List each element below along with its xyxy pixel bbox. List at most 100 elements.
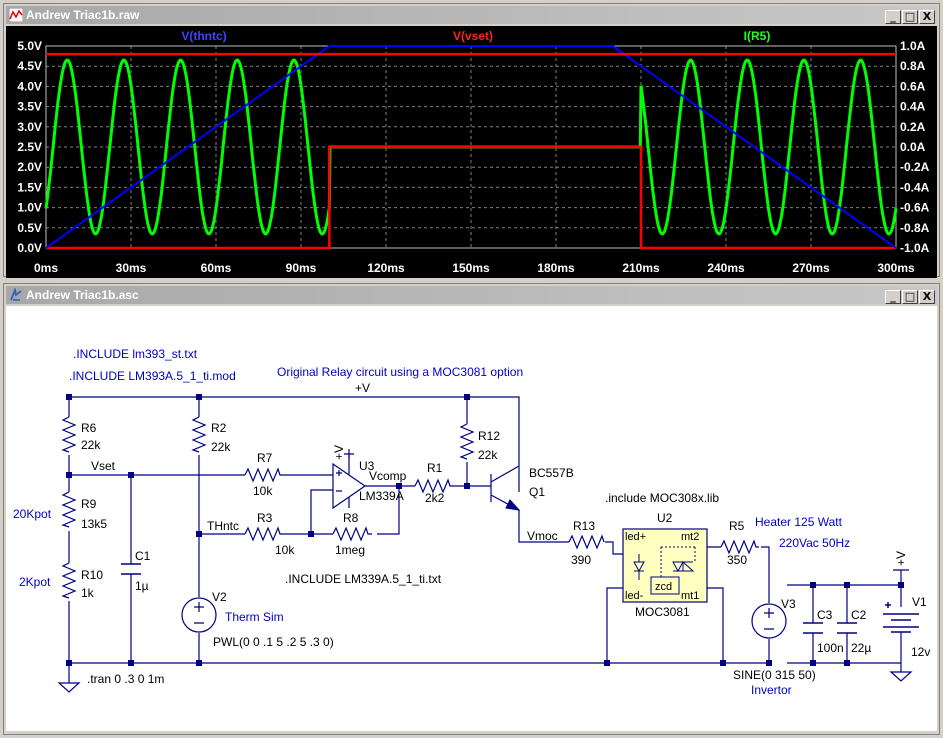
label-therm-sim: Therm Sim xyxy=(225,610,284,624)
resistor-r9-symbol[interactable] xyxy=(61,491,77,528)
directive-tran[interactable]: .tran 0 .3 0 1m xyxy=(87,672,164,686)
capacitor-c2-symbol[interactable] xyxy=(837,622,857,634)
c3-value[interactable]: 100n xyxy=(817,641,844,655)
c2-name[interactable]: C2 xyxy=(851,608,867,622)
resistor-r7-symbol[interactable] xyxy=(244,467,285,483)
v2-name[interactable]: V2 xyxy=(212,590,227,604)
schematic-app-icon xyxy=(10,288,22,301)
schematic-note[interactable]: Original Relay circuit using a MOC3081 o… xyxy=(277,365,523,379)
y-left-tick-label: 0.5V xyxy=(17,221,42,235)
q1-name[interactable]: Q1 xyxy=(529,485,545,499)
battery-v1-symbol[interactable] xyxy=(883,602,919,633)
voltage-source-v3-symbol[interactable] xyxy=(751,603,787,639)
x-tick-label: 0ms xyxy=(34,261,58,275)
directive-include-lm393[interactable]: .INCLUDE lm393_st.txt xyxy=(73,347,198,361)
close-button[interactable]: X xyxy=(919,290,935,304)
optocoupler-u2-symbol[interactable] xyxy=(622,528,708,603)
r3-name[interactable]: R3 xyxy=(257,511,273,525)
r3-value[interactable]: 10k xyxy=(275,543,295,557)
c2-value[interactable]: 22µ xyxy=(851,641,871,655)
label-20kpot: 20Kpot xyxy=(13,507,52,521)
c1-value[interactable]: 1µ xyxy=(135,579,149,593)
schematic-titlebar[interactable]: Andrew Triac1b.asc _□X xyxy=(6,286,937,304)
resistor-r1-symbol[interactable] xyxy=(414,478,453,494)
x-tick-label: 30ms xyxy=(116,261,147,275)
resistor-r3-symbol[interactable] xyxy=(244,526,285,542)
y-left-tick-label: 5.0V xyxy=(17,39,42,53)
r1-value[interactable]: 2k2 xyxy=(425,491,445,505)
x-tick-label: 180ms xyxy=(537,261,575,275)
schematic-drawing[interactable]: .INCLUDE lm393_st.txt .INCLUDE LM393A.5_… xyxy=(6,306,937,731)
schematic-window[interactable]: Andrew Triac1b.asc _□X xyxy=(3,283,940,735)
waveform-app-icon xyxy=(9,8,23,22)
net-label-thntc: THntc xyxy=(207,519,239,533)
r12-name[interactable]: R12 xyxy=(478,429,500,443)
y-right-tick-label: 1.0A xyxy=(900,39,926,53)
r7-value[interactable]: 10k xyxy=(253,484,273,498)
maximize-button[interactable]: □ xyxy=(902,10,918,24)
r10-name[interactable]: R10 xyxy=(81,568,103,582)
q1-value[interactable]: BC557B xyxy=(529,466,574,480)
u3-value[interactable]: LM339A xyxy=(359,489,404,503)
r9-name[interactable]: R9 xyxy=(81,497,97,511)
net-label-vmoc: Vmoc xyxy=(527,529,558,543)
voltage-source-v2-symbol[interactable] xyxy=(181,597,217,633)
resistor-r10-symbol[interactable] xyxy=(61,562,77,599)
y-left-tick-label: 3.0V xyxy=(17,120,42,134)
resistor-r12-symbol[interactable] xyxy=(459,423,475,460)
resistor-r8-symbol[interactable] xyxy=(332,526,372,542)
r1-name[interactable]: R1 xyxy=(427,461,443,475)
u2-name[interactable]: U2 xyxy=(657,511,673,525)
v1-name[interactable]: V1 xyxy=(912,595,927,609)
v2-value[interactable]: PWL(0 0 .1 5 .2 5 .3 0) xyxy=(213,635,334,649)
r7-name[interactable]: R7 xyxy=(257,451,273,465)
r6-value[interactable]: 22k xyxy=(81,438,101,452)
y-right-tick-label: 0.0A xyxy=(900,140,926,154)
v1-value[interactable]: 12v xyxy=(911,645,930,659)
net-label-vset: Vset xyxy=(91,459,116,473)
close-button[interactable]: X xyxy=(919,10,935,24)
capacitor-c1-symbol[interactable] xyxy=(121,563,141,575)
schematic-canvas[interactable]: .INCLUDE lm393_st.txt .INCLUDE LM393A.5_… xyxy=(6,306,937,731)
waveform-titlebar[interactable]: Andrew Triac1b.raw _□X xyxy=(6,6,937,24)
capacitor-c3-symbol[interactable] xyxy=(803,622,823,634)
r8-value[interactable]: 1meg xyxy=(335,543,365,557)
minimize-button[interactable]: _ xyxy=(885,290,901,304)
c3-name[interactable]: C3 xyxy=(817,608,833,622)
resistor-r6-symbol[interactable] xyxy=(61,416,77,453)
r13-name[interactable]: R13 xyxy=(573,519,595,533)
resistor-r5-symbol[interactable] xyxy=(720,539,759,555)
r10-value[interactable]: 1k xyxy=(81,586,95,600)
r6-name[interactable]: R6 xyxy=(81,421,97,435)
label-heater: Heater 125 Watt xyxy=(755,515,843,529)
r2-name[interactable]: R2 xyxy=(211,421,227,435)
r2-value[interactable]: 22k xyxy=(211,440,231,454)
r13-value[interactable]: 390 xyxy=(571,553,591,567)
r5-name[interactable]: R5 xyxy=(729,519,745,533)
r8-name[interactable]: R8 xyxy=(343,511,359,525)
maximize-button[interactable]: □ xyxy=(902,290,918,304)
r5-value[interactable]: 350 xyxy=(727,553,747,567)
resistor-r13-symbol[interactable] xyxy=(568,534,605,550)
r12-value[interactable]: 22k xyxy=(478,448,498,462)
x-tick-label: 60ms xyxy=(201,261,232,275)
x-tick-label: 120ms xyxy=(367,261,405,275)
legend-label: V(thntc) xyxy=(181,29,226,43)
resistor-r2-symbol[interactable] xyxy=(191,416,207,453)
c1-name[interactable]: C1 xyxy=(135,549,151,563)
directive-include-lm339a[interactable]: .INCLUDE LM339A.5_1_ti.txt xyxy=(285,572,442,586)
transistor-q1-symbol[interactable] xyxy=(505,499,521,511)
v3-name[interactable]: V3 xyxy=(781,597,796,611)
v3-value[interactable]: SINE(0 315 50) xyxy=(733,668,816,682)
comparator-u3-symbol[interactable] xyxy=(332,449,367,510)
r9-value[interactable]: 13k5 xyxy=(81,517,107,531)
minimize-button[interactable]: _ xyxy=(885,10,901,24)
directive-include-moc308x[interactable]: .include MOC308x.lib xyxy=(605,491,719,505)
y-right-tick-label: 0.2A xyxy=(900,120,926,134)
u2-value[interactable]: MOC3081 xyxy=(635,605,690,619)
u3-name[interactable]: U3 xyxy=(359,459,375,473)
directive-include-lm393a[interactable]: .INCLUDE LM393A.5_1_ti.mod xyxy=(69,369,236,383)
